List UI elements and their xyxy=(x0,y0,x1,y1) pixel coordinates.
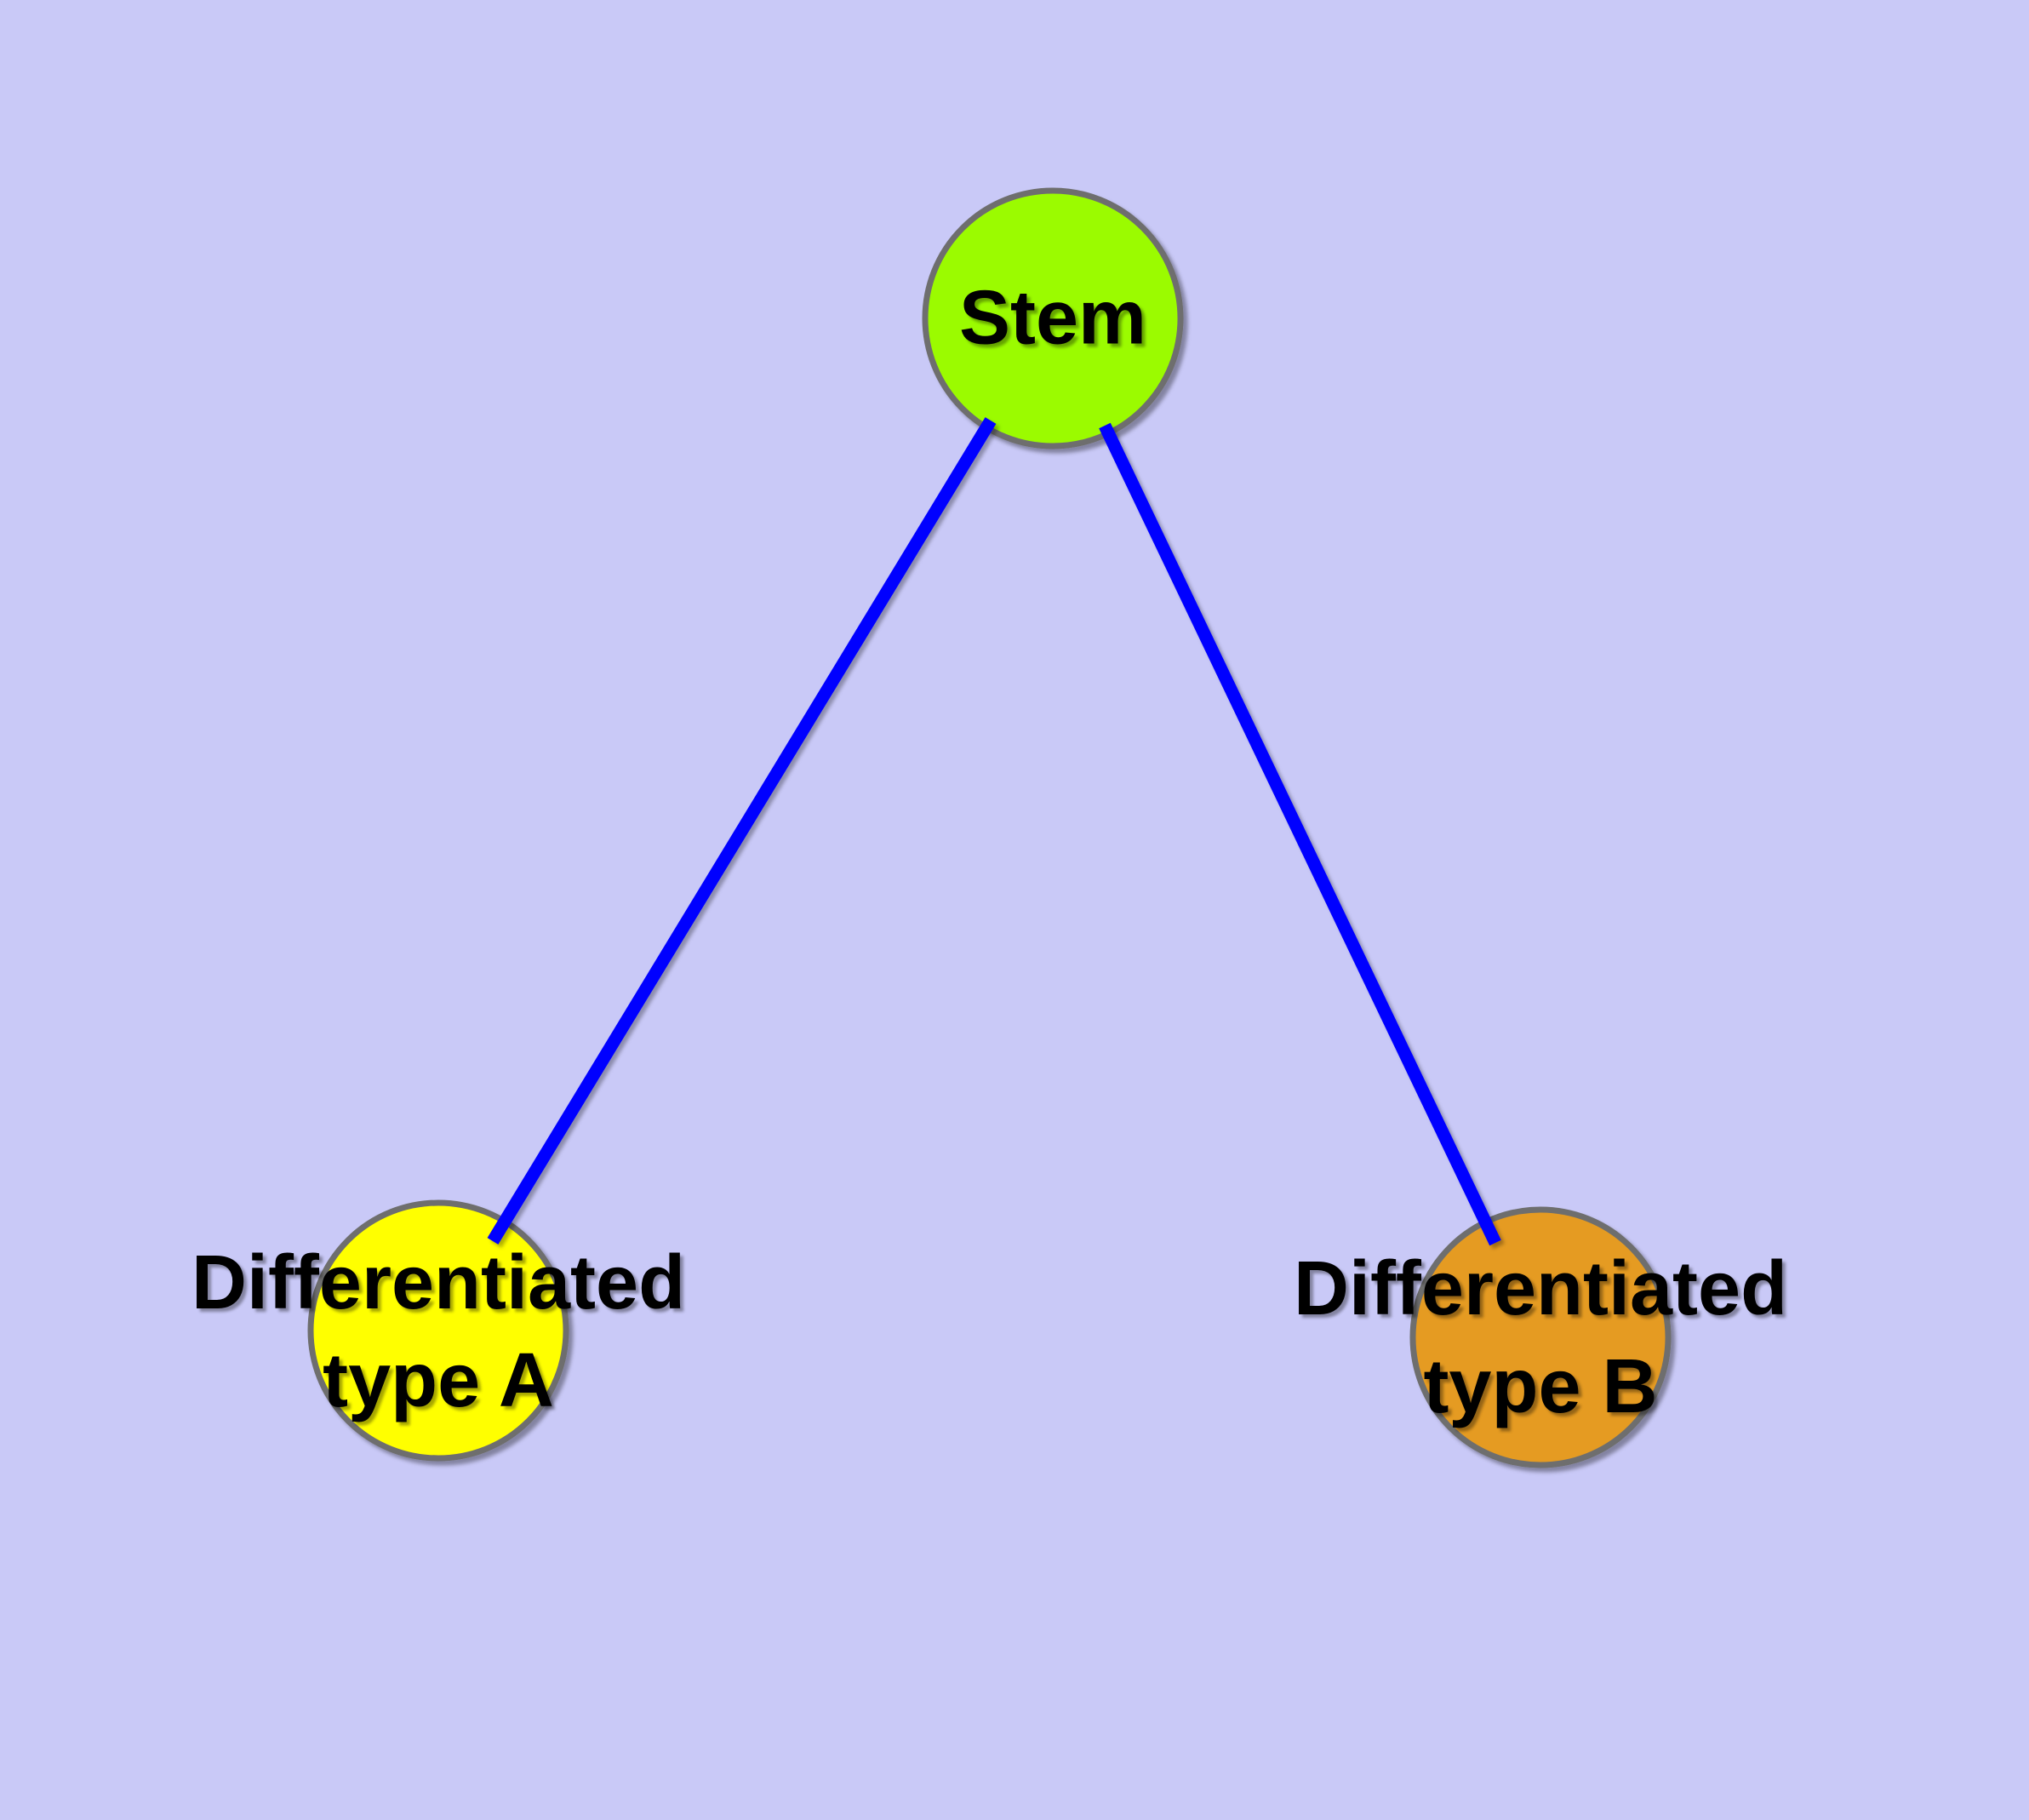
node-stem-circle[interactable] xyxy=(922,187,1184,449)
edge-stem-to-type-b[interactable] xyxy=(1099,422,1501,1246)
node-stem-label[interactable]: Stem xyxy=(958,275,1147,361)
edge-stem-to-type-a[interactable] xyxy=(487,417,997,1245)
node-type-b-circle[interactable] xyxy=(1409,1206,1672,1468)
node-type-b-label[interactable]: Differentiated type B xyxy=(1293,1245,1788,1429)
node-type-a-circle[interactable] xyxy=(307,1199,569,1462)
node-type-a-label[interactable]: Differentiated type A xyxy=(191,1239,686,1423)
